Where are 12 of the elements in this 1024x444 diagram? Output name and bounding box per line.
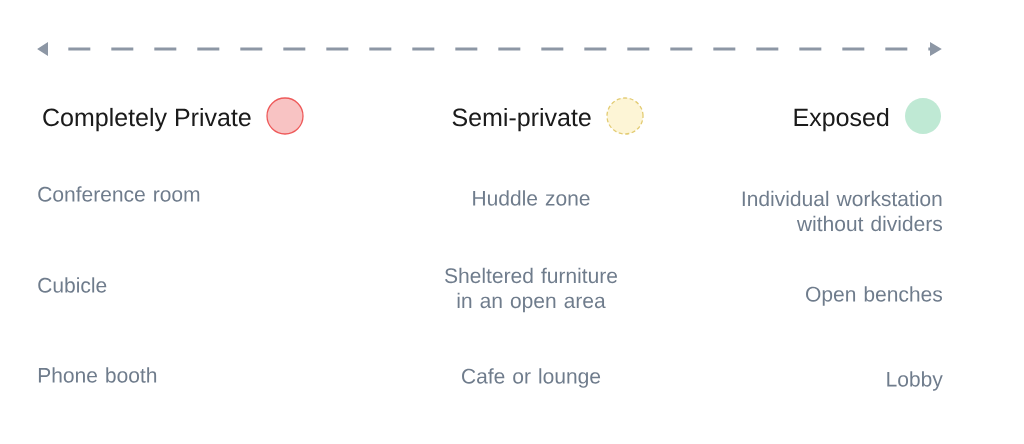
column-heading: Semi-private <box>452 107 591 132</box>
list-item: Individual workstation without dividers <box>742 190 942 232</box>
list-item: Phone booth <box>38 367 157 383</box>
list-item: Sheltered furniture in an open area <box>445 267 617 313</box>
list-item: Open benches <box>806 286 942 306</box>
list-item: Cubicle <box>38 277 107 293</box>
list-item: Cafe or lounge <box>462 368 601 388</box>
column-heading: Exposed <box>794 107 889 132</box>
column-heading: Completely Private <box>43 107 251 132</box>
list-item: Conference room <box>38 186 200 202</box>
list-item: Lobby <box>887 371 943 391</box>
list-item: Huddle zone <box>473 190 590 206</box>
